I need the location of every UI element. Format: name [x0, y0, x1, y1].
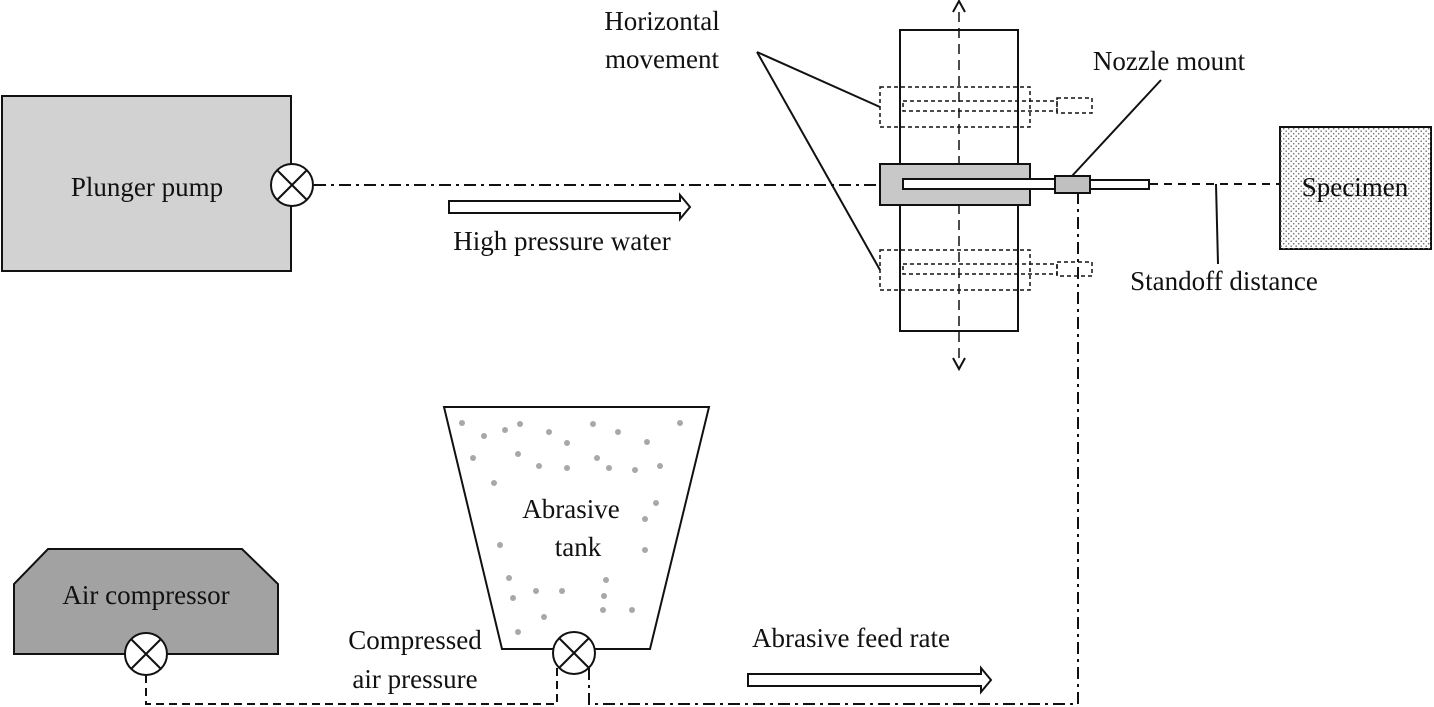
nozzle-tube [1089, 179, 1150, 190]
air-compressor-body [13, 548, 279, 655]
standoff-distance-label: Standoff distance [1130, 266, 1318, 296]
pump-valve-icon [270, 163, 314, 207]
abrasive-particles [459, 420, 683, 635]
compressed-air-label-line2: air pressure [352, 664, 477, 694]
standoff-leader [1215, 183, 1219, 265]
air-compressor-label: Air compressor [62, 580, 229, 610]
nozzle-mount-block [1054, 175, 1091, 194]
compressed-air-label-line1: Compressed [348, 625, 482, 655]
abrasive-tank-label-line1: Abrasive [522, 494, 619, 524]
high-pressure-water-label: High pressure water [453, 226, 670, 256]
horizontal-movement-label-line1: Horizontal [604, 6, 719, 36]
abrasive-tank: Abrasive tank [442, 406, 711, 675]
upper-slide-tip [1056, 97, 1093, 114]
tank-valve-icon [552, 631, 596, 675]
upper-slide-rod [902, 100, 1058, 112]
horizontal-movement-leader-upper [756, 51, 881, 108]
abrasive-tank-label-line2: tank [555, 532, 602, 562]
plunger-pump-body [1, 95, 292, 272]
specimen: Specimen [1279, 126, 1432, 250]
compressed-air-line [145, 668, 558, 705]
horizontal-movement-label-line2: movement [605, 44, 719, 74]
horizontal-movement-leader-lower [756, 51, 881, 271]
plunger-pump: Plunger pump [1, 95, 314, 272]
lower-slide-tip [1056, 261, 1093, 277]
vertical-arrow-up-icon [952, 0, 966, 13]
abrasive-tank-body [442, 406, 711, 650]
air-compressor: Air compressor [13, 548, 279, 676]
specimen-label: Specimen [1302, 172, 1409, 202]
abrasive-feed-line [588, 193, 1079, 705]
nozzle-mount-leader [1071, 79, 1162, 177]
nozzle-rod [902, 178, 1056, 190]
vertical-arrow-down-icon [952, 357, 966, 372]
abrasive-feed-rate-label: Abrasive feed rate [752, 623, 950, 653]
lower-slide-rod [902, 263, 1058, 275]
plunger-pump-label: Plunger pump [71, 172, 223, 202]
nozzle-carriage [879, 0, 1150, 372]
abrasive-feed-rate-arrow [747, 665, 993, 695]
nozzle-mount-label: Nozzle mount [1093, 46, 1246, 76]
compressor-valve-icon [124, 632, 168, 676]
high-pressure-water-arrow [448, 192, 692, 222]
